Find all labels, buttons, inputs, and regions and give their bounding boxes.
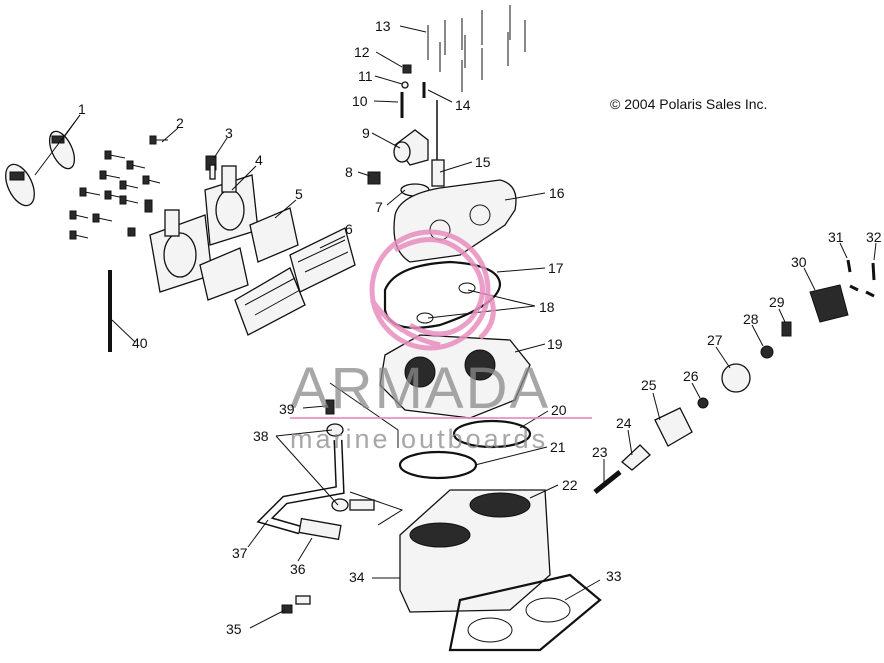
part-washer-28 <box>760 345 774 359</box>
part-head-gasket <box>383 260 502 329</box>
part-gasket-24 <box>621 444 651 471</box>
callout-30: 30 <box>791 254 807 270</box>
callout-3: 3 <box>225 125 233 141</box>
callout-29: 29 <box>769 294 785 310</box>
callout-4: 4 <box>255 152 263 168</box>
callout-34: 34 <box>349 569 365 585</box>
part-spring <box>781 321 792 337</box>
part-hose-clamps-38 <box>326 423 375 512</box>
part-fitting-39 <box>325 399 335 415</box>
watermark-brand: ARMADA <box>290 356 550 421</box>
callout-28: 28 <box>743 311 759 327</box>
part-nut-26 <box>697 397 709 409</box>
callout-16: 16 <box>549 185 565 201</box>
callout-38: 38 <box>253 428 269 444</box>
callout-23: 23 <box>592 444 608 460</box>
part-reed-valves <box>199 207 299 301</box>
callout-19: 19 <box>547 336 563 352</box>
callout-33: 33 <box>606 568 622 584</box>
callout-6: 6 <box>345 221 353 237</box>
callout-17: 17 <box>548 260 564 276</box>
callout-7: 7 <box>375 199 383 215</box>
callout-27: 27 <box>707 332 723 348</box>
part-bypass-hose <box>256 439 345 535</box>
callout-15: 15 <box>475 154 491 170</box>
part-housing-25 <box>654 407 693 447</box>
assembly-guides <box>329 382 404 526</box>
part-head-studs <box>427 5 526 92</box>
callout-11: 11 <box>358 68 373 84</box>
callout-12: 12 <box>354 44 370 60</box>
callout-2: 2 <box>176 115 184 131</box>
callout-20: 20 <box>551 402 567 418</box>
callout-32: 32 <box>866 229 882 245</box>
callout-24: 24 <box>616 415 632 431</box>
callout-18: 18 <box>539 299 555 315</box>
part-drain-fitting <box>281 595 311 614</box>
callout-31: 31 <box>828 229 844 245</box>
callout-8: 8 <box>345 164 353 180</box>
part-hose-fitting <box>298 517 342 541</box>
part-cover-30 <box>809 284 849 323</box>
callout-36: 36 <box>290 561 306 577</box>
part-screws-31-32 <box>846 259 876 298</box>
part-cylinder-block <box>399 489 551 613</box>
callout-37: 37 <box>232 545 248 561</box>
part-intake-manifold <box>149 165 259 293</box>
callout-22: 22 <box>562 477 578 493</box>
callout-25: 25 <box>641 377 657 393</box>
part-temp-sensor <box>431 100 445 187</box>
callout-40: 40 <box>132 335 148 351</box>
callout-10: 10 <box>352 93 368 109</box>
callout-9: 9 <box>362 125 370 141</box>
watermark-tagline: marine outboards <box>290 424 548 454</box>
watermark: ARMADA marine outboards <box>290 229 592 454</box>
callout-14: 14 <box>455 97 471 113</box>
part-fitting-8 <box>367 171 381 185</box>
callout-39: 39 <box>279 401 295 417</box>
watermark-logo <box>369 229 496 351</box>
part-diaphragm <box>721 363 751 393</box>
part-fitting <box>205 155 217 180</box>
callout-5: 5 <box>295 186 303 202</box>
callout-26: 26 <box>683 368 699 384</box>
copyright-notice: © 2004 Polaris Sales Inc. <box>610 96 767 112</box>
callout-1: 1 <box>78 101 86 117</box>
part-cylinder-head <box>379 334 531 419</box>
part-bolts-left <box>69 135 168 240</box>
callout-21: 21 <box>550 439 566 455</box>
callout-labels: 1 2 3 4 5 6 7 8 9 10 11 12 13 14 15 16 1… <box>78 18 882 637</box>
part-reed-cages <box>234 227 356 336</box>
callout-35: 35 <box>226 621 242 637</box>
part-hose-clamps <box>5 130 76 207</box>
part-spark-plug <box>593 470 622 494</box>
part-base-gasket <box>448 573 602 652</box>
part-small-fasteners <box>400 64 426 118</box>
callout-13: 13 <box>375 18 391 34</box>
